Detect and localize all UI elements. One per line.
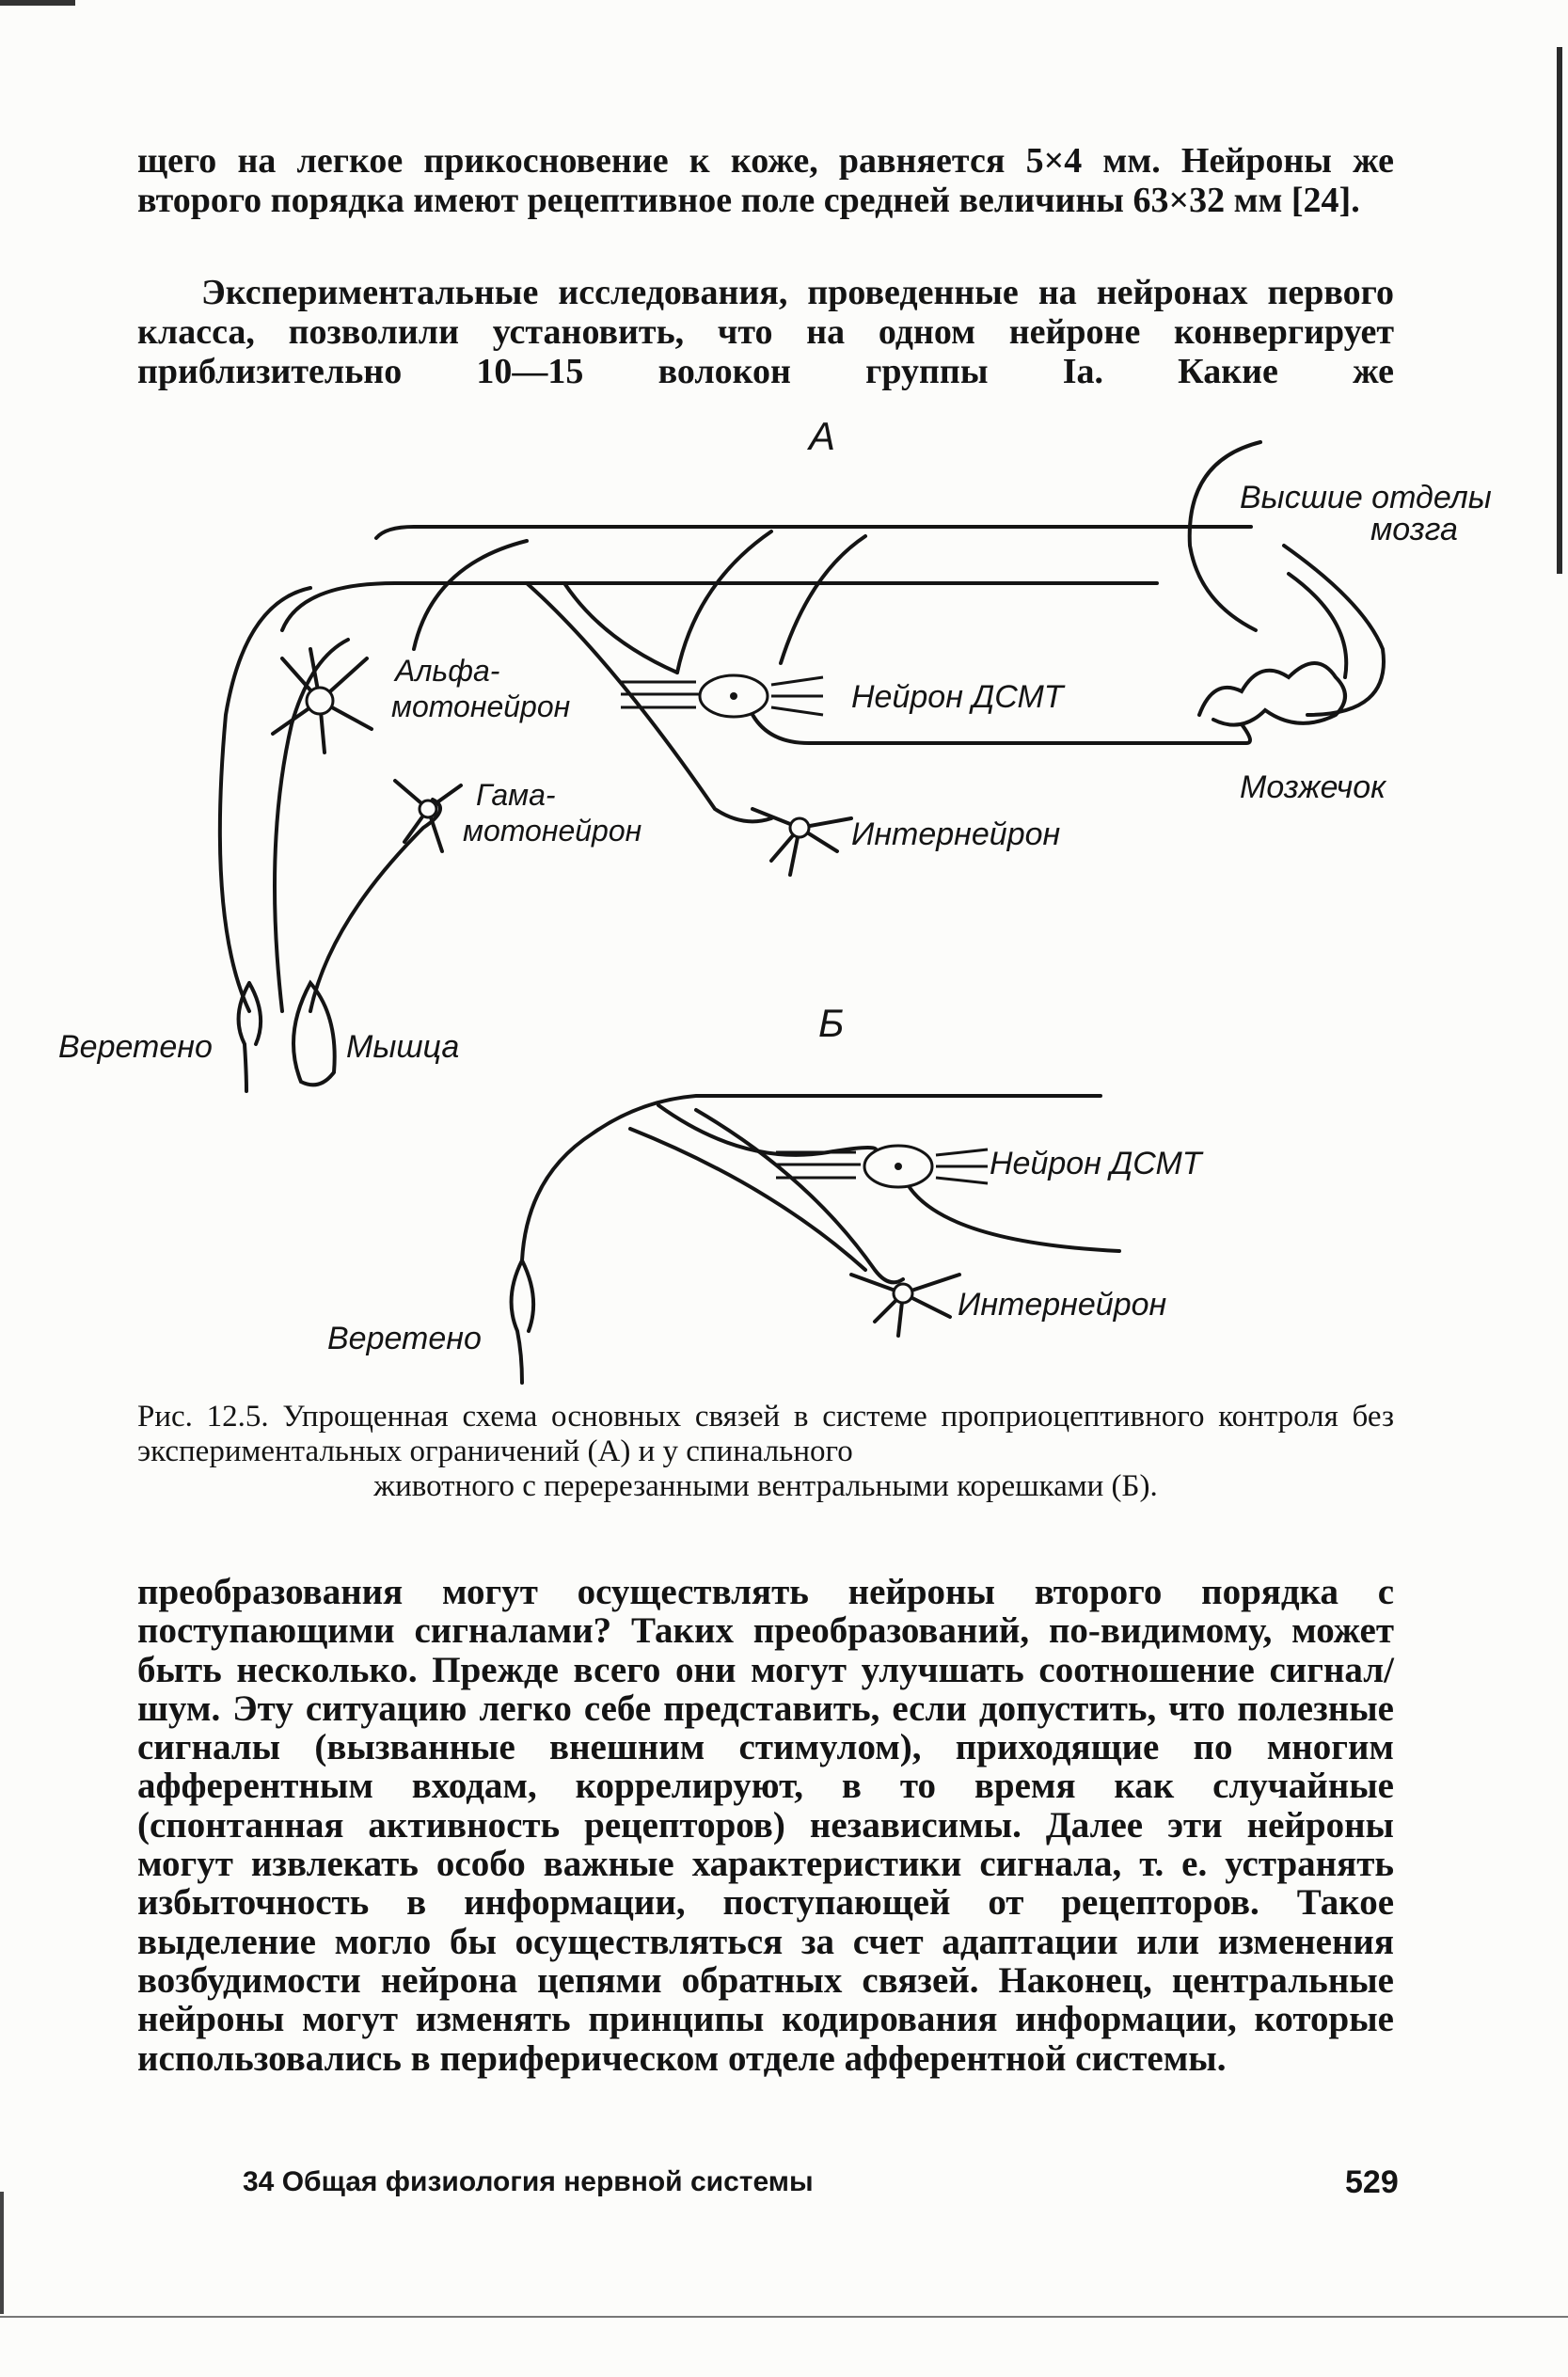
label-muscle: Мышца (346, 1029, 459, 1065)
spindle-a (236, 981, 263, 1093)
paragraph-top-continuation: щего на легкое прикосновение к коже, рав… (137, 141, 1394, 220)
scan-mark (0, 0, 75, 6)
gamma-motoneuron-soma (418, 799, 438, 819)
dsct-b-output (901, 1174, 1121, 1253)
fiber-b-2 (628, 1127, 867, 1272)
label-higher-brain-1: Высшие отделы (1240, 480, 1492, 515)
brain-to-cerebellum (1282, 544, 1386, 717)
cerebellum-shape (1197, 661, 1347, 727)
interneuron-b-shape (849, 1273, 961, 1338)
label-dsct-b: Нейрон ДСМТ (990, 1146, 1204, 1181)
dsct-ascending-2 (779, 534, 867, 665)
ascending-fiber-b (520, 1094, 1102, 1262)
interneuron-a-shape (751, 807, 853, 877)
label-interneuron-b: Интернейрон (958, 1287, 1167, 1323)
muscle-shape (292, 979, 337, 1087)
scan-bottom-line (0, 2316, 1568, 2318)
label-dsct-a: Нейрон ДСМТ (851, 679, 1066, 715)
dsct-ascending (675, 530, 773, 674)
label-gamma-1: Гама- (476, 778, 556, 812)
brain-loop-inner (1287, 572, 1349, 679)
fiber-to-interneuron (525, 581, 773, 824)
label-cerebellum: Мозжечок (1240, 769, 1387, 805)
caption-line-1-2: Рис. 12.5. Упрощенная схема основных свя… (137, 1400, 1394, 1468)
paragraph-transformations: преобразования могут осуществлять нейрон… (137, 1572, 1394, 2079)
fiber-1 (412, 539, 529, 651)
fiber-to-dsct (562, 581, 679, 674)
ascending-fiber-a (374, 525, 1253, 540)
label-alpha-2: мотонейрон (391, 689, 570, 723)
gamma-axon (309, 798, 442, 1013)
panel-label-a: А (806, 414, 835, 458)
page-number: 529 (1345, 2164, 1399, 2200)
scan-edge-left (0, 2192, 4, 2314)
dsct-nucleus (730, 692, 737, 700)
label-interneuron-a: Интернейрон (851, 816, 1061, 852)
label-spindle-a: Веретено (58, 1029, 213, 1065)
figure-12-5: А Б (58, 414, 1492, 1385)
panel-b-diagram (509, 1094, 1121, 1385)
synapse-lines-a (621, 680, 701, 709)
panel-label-b: Б (818, 1001, 844, 1045)
fiber-b-1 (657, 1103, 879, 1157)
scan-edge (1557, 47, 1562, 574)
gamma-motoneuron-shape (393, 779, 463, 853)
label-spindle-b: Веретено (327, 1321, 482, 1356)
interneuron-b-soma (892, 1282, 914, 1305)
synapse-lines-a-right (770, 675, 824, 717)
alpha-motoneuron-shape (271, 647, 373, 754)
synapse-lines-b (776, 1150, 861, 1180)
panel-a-diagram (217, 440, 1386, 1093)
alpha-motoneuron-soma (305, 686, 335, 716)
label-alpha-1: Альфа- (393, 654, 499, 688)
paragraph-experimental: Экспериментальные исследования, проведен… (137, 273, 1394, 391)
running-footer-section: 34 Общая физиология нервной системы (243, 2166, 814, 2197)
label-higher-brain-2: мозга (1370, 512, 1458, 547)
interneuron-a-soma (788, 816, 811, 839)
descending-fiber-a (280, 581, 1159, 632)
afferent-loop (217, 586, 312, 1013)
motor-axon (273, 638, 350, 1013)
spindle-b (509, 1259, 536, 1385)
figure-caption: Рис. 12.5. Упрощенная схема основных свя… (137, 1400, 1394, 1504)
dsct-b-nucleus (895, 1163, 902, 1170)
higher-brain-arc (1187, 440, 1262, 632)
caption-line-3: животного с перерезанными вентральными к… (373, 1469, 1158, 1503)
synapse-lines-b-right (935, 1148, 989, 1185)
label-gamma-2: мотонейрон (463, 814, 641, 848)
fiber-b-to-interneuron (694, 1108, 905, 1285)
